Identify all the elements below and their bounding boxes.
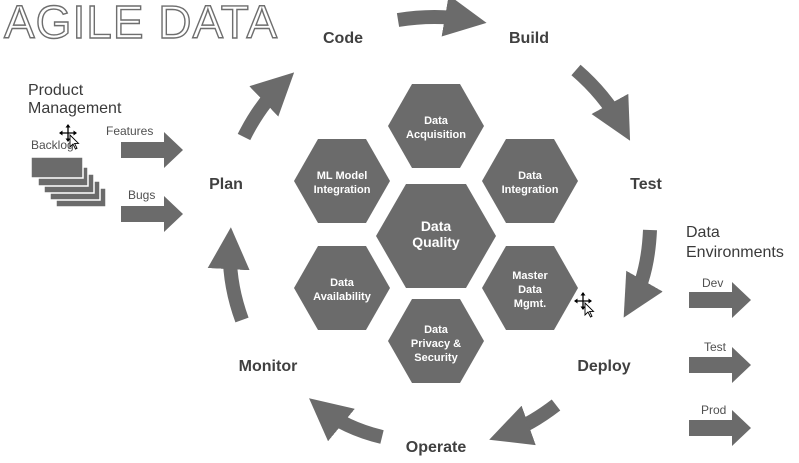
hex-top-line2: Acquisition: [406, 129, 466, 141]
env-test-label: Test: [704, 340, 727, 354]
hex-upper-left-line2: Integration: [314, 184, 371, 196]
stage-code: Code: [323, 30, 363, 47]
arrow-code-to-build: [396, 0, 487, 37]
hex-upper-right-line1: Data: [518, 170, 543, 182]
product-management-heading-line2: Management: [28, 100, 122, 117]
diagram-title: AGILE DATA: [4, 0, 278, 48]
hex-bottom-line2: Privacy &: [411, 338, 461, 350]
stage-monitor: Monitor: [239, 358, 298, 375]
hex-center-line2: Quality: [412, 234, 460, 250]
dev-arrow-icon: [689, 282, 751, 318]
move-cursor-icon: [59, 124, 80, 150]
env-prod-label: Prod: [701, 403, 726, 417]
data-environments-heading-line1: Data: [686, 224, 720, 241]
product-management: Product Management Backlog Features Bugs: [28, 82, 183, 232]
hex-data-quality: [376, 184, 496, 288]
features-label: Features: [106, 124, 153, 138]
hex-center-line1: Data: [421, 218, 452, 234]
hex-data-acquisition: [388, 84, 484, 168]
move-cursor-icon: [574, 292, 595, 318]
hex-data-privacy-security: [388, 299, 484, 383]
hex-lower-right-line3: Mgmt.: [514, 298, 546, 310]
hex-lower-right-line2: Data: [518, 284, 543, 296]
bugs-label: Bugs: [128, 188, 155, 202]
cycle-arrows: [207, 0, 663, 446]
backlog-label: Backlog: [31, 138, 74, 152]
hex-bottom-line1: Data: [424, 324, 449, 336]
data-environments-heading-line2: Environments: [686, 244, 784, 261]
hex-upper-left-line1: ML Model: [317, 170, 368, 182]
bugs-arrow-icon: [121, 196, 183, 232]
hex-top-line1: Data: [424, 115, 449, 127]
product-management-heading-line1: Product: [28, 82, 84, 99]
stage-test: Test: [630, 176, 662, 193]
arrow-deploy-to-operate: [489, 399, 561, 446]
features-arrow-icon: [121, 132, 183, 168]
data-environments: Data Environments Dev Test Prod: [686, 224, 784, 446]
hex-bottom-line3: Security: [414, 352, 458, 364]
hexagon-cluster: Data Quality Data Acquisition Data Integ…: [294, 84, 578, 383]
hex-data-integration: [482, 139, 578, 223]
test-arrow-icon: [689, 347, 751, 383]
hex-lower-left-line2: Availability: [313, 291, 372, 303]
arrow-build-to-test: [571, 64, 631, 141]
hex-lower-right-line1: Master: [512, 270, 548, 282]
hex-lower-left-line1: Data: [330, 277, 355, 289]
stage-build: Build: [509, 30, 549, 47]
stage-operate: Operate: [406, 439, 467, 456]
stage-deploy: Deploy: [577, 358, 630, 375]
hex-data-availability: [294, 246, 390, 330]
env-dev-label: Dev: [702, 276, 723, 290]
arrow-plan-to-code: [237, 72, 295, 141]
arrow-monitor-to-plan: [207, 227, 250, 323]
hex-ml-model-integration: [294, 139, 390, 223]
arrow-operate-to-monitor: [309, 398, 384, 444]
backlog-stack: [30, 156, 107, 208]
hex-upper-right-line2: Integration: [502, 184, 559, 196]
arrow-test-to-deploy: [623, 229, 663, 318]
stage-plan: Plan: [209, 176, 243, 193]
hex-master-data-mgmt: [482, 246, 578, 330]
prod-arrow-icon: [689, 410, 751, 446]
